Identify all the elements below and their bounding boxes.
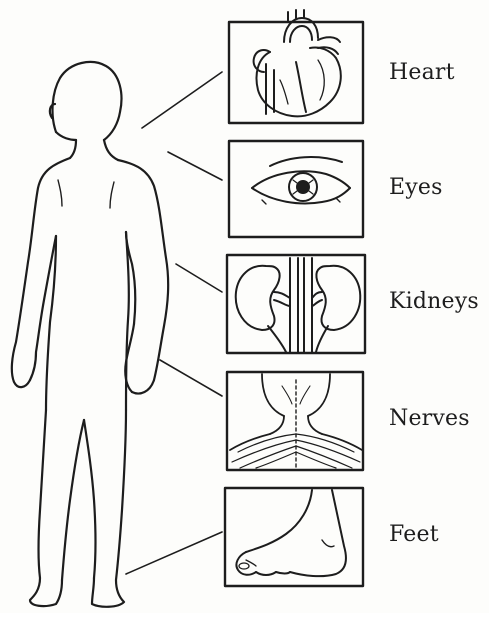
eyes-box [229,141,363,237]
leader-line-kidneys [176,264,222,292]
leader-line-heart [142,72,222,128]
label-nerves: Nerves [389,408,470,430]
label-eyes: Eyes [389,177,443,199]
label-feet: Feet [389,524,439,546]
heart-box [229,22,363,123]
organ-boxes [225,22,365,586]
kidneys-icon [236,258,361,352]
leader-lines [126,72,222,574]
nerves-icon [230,374,362,468]
leader-line-eyes [168,152,222,180]
label-heart: Heart [389,62,455,84]
leader-line-nerves [160,360,222,396]
heart-icon [254,10,341,116]
foot-icon [236,490,346,576]
leader-line-feet [126,532,222,574]
eye-icon [252,157,350,204]
human-body-outline [12,62,168,607]
label-kidneys: Kidneys [389,291,479,313]
